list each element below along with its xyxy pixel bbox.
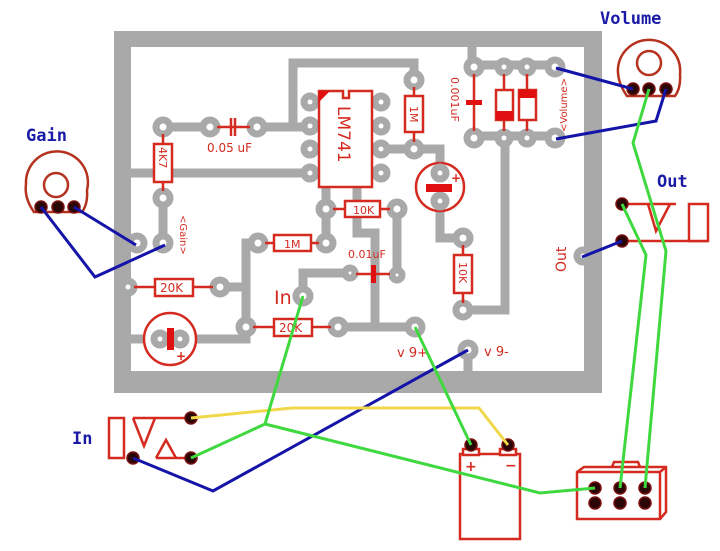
ic-lm741[interactable]: LM741	[317, 89, 374, 189]
pad-cap001-right[interactable]	[388, 266, 406, 284]
pad-vol-top-3[interactable]	[517, 57, 537, 77]
wire-volume-switch[interactable]	[631, 88, 668, 489]
pad-ic-5[interactable]	[371, 163, 391, 183]
capacitor-electrolytic-right[interactable]: +	[414, 161, 466, 213]
pad-ic-6[interactable]	[371, 139, 391, 159]
board-in-label: In	[274, 287, 292, 309]
capacitor-0-001uf-label: 0.001uF	[448, 77, 461, 122]
gain-pot-pin-2[interactable]	[51, 200, 65, 214]
trace-10k-volume	[458, 131, 510, 315]
pad-4k7-top[interactable]	[152, 116, 174, 138]
in-label: In	[72, 429, 92, 449]
pad-vol-bot-1[interactable]	[463, 127, 485, 149]
wire-out-switch[interactable]	[618, 203, 648, 489]
wire-volume-pin3[interactable]	[555, 88, 668, 141]
capacitor-0-05uf-label: 0.05 uF	[207, 141, 252, 155]
volume-diode-1[interactable]	[494, 74, 515, 131]
wire-in-tip-battery[interactable]	[190, 406, 510, 446]
pad-cap001-left[interactable]	[341, 264, 359, 282]
capacitor-0-001uf[interactable]: 0.001uF	[448, 74, 482, 131]
pad-ic-4[interactable]	[300, 163, 320, 183]
capacitor-0-01uf[interactable]: 0.01uF	[348, 248, 390, 283]
wire-out-sleeve[interactable]	[581, 239, 623, 259]
electrolytic-right-plus: +	[451, 171, 461, 185]
resistor-1m-mid-label: 1M	[284, 238, 301, 251]
gain-pot-shaft	[42, 171, 70, 199]
pad-20k-top-right[interactable]	[209, 276, 231, 298]
gain-label: Gain	[26, 126, 67, 146]
resistor-4k7[interactable]: 4K7	[152, 134, 174, 191]
capacitor-0-01uf-label: 0.01uF	[348, 248, 386, 261]
resistor-10k-right[interactable]: 10K	[452, 245, 474, 303]
wire-gain-pin3[interactable]	[73, 205, 137, 247]
pad-ic-2[interactable]	[300, 116, 320, 136]
pad-10k-right-top[interactable]	[452, 227, 474, 249]
pad-20k-bot-right[interactable]	[327, 316, 349, 338]
pad-vol-top-4[interactable]	[544, 56, 566, 78]
pad-1m-top-lower[interactable]	[403, 138, 425, 160]
pcb-pads	[118, 56, 593, 361]
pad-20k-top-left[interactable]	[118, 277, 138, 297]
pad-vol-top-2[interactable]	[494, 57, 514, 77]
pad-10k-mid-left[interactable]	[315, 198, 337, 220]
battery-minus: −	[505, 458, 517, 474]
wire-gain-pin1[interactable]	[39, 206, 166, 279]
wires	[39, 66, 668, 495]
resistor-1m-top-label: 1M	[407, 106, 420, 123]
wire-ground-in-sleeve[interactable]	[132, 348, 469, 493]
pad-ic-3[interactable]	[300, 139, 320, 159]
pad-4k7-bottom[interactable]	[152, 187, 174, 209]
capacitor-electrolytic-left[interactable]: +	[142, 311, 198, 367]
pad-1m-mid-right[interactable]	[315, 232, 337, 254]
resistor-4k7-label: 4K7	[156, 147, 169, 168]
electrolytic-left-plus: +	[176, 349, 186, 363]
input-jack[interactable]: In	[72, 411, 198, 465]
pad-ic-1[interactable]	[300, 92, 320, 112]
pad-cap005-left[interactable]	[199, 116, 221, 138]
resistor-1m-top[interactable]: 1M	[403, 87, 425, 142]
resistor-20k-top-label: 20K	[160, 281, 184, 295]
gain-pads-label: <Gain>	[177, 215, 188, 255]
resistor-1m-mid[interactable]: 1M	[265, 233, 319, 253]
ic-label: LM741	[333, 106, 353, 163]
pad-vol-top-1[interactable]	[463, 56, 485, 78]
battery-plus: +	[465, 459, 477, 475]
pad-1m-top-upper[interactable]	[403, 69, 425, 91]
resistor-20k-bottom-label: 20K	[279, 321, 303, 335]
pad-vol-bot-2[interactable]	[494, 128, 514, 148]
volume-label: Volume	[600, 9, 661, 29]
resistor-10k-right-label: 10K	[456, 262, 469, 284]
out-label: Out	[657, 172, 688, 192]
volume-pot-shaft	[635, 49, 663, 77]
pad-ic-8[interactable]	[371, 92, 391, 112]
switch-lug-5[interactable]	[613, 496, 627, 510]
volume-pads-label: <Volume>	[559, 78, 570, 132]
wire-in-switch[interactable]	[264, 422, 596, 495]
pad-20k-bot-left[interactable]	[235, 316, 257, 338]
wire-volume-pin1[interactable]	[555, 66, 634, 91]
pad-ic-7[interactable]	[371, 116, 391, 136]
gain-potentiometer[interactable]: Gain	[24, 126, 90, 214]
battery-9v[interactable]: + −	[458, 438, 522, 541]
wire-v9-battery[interactable]	[413, 326, 473, 446]
volume-diode-2[interactable]	[517, 74, 538, 131]
pad-1m-mid-left[interactable]	[247, 232, 269, 254]
pad-10k-right-bottom[interactable]	[452, 299, 474, 321]
switch-lug-4[interactable]	[588, 496, 602, 510]
resistor-20k-top[interactable]: 20K	[134, 277, 213, 298]
trace-output	[376, 144, 445, 173]
capacitor-0-05uf[interactable]: 0.05 uF	[207, 118, 252, 155]
resistor-10k-mid-label: 10K	[353, 204, 375, 217]
switch-lug-6[interactable]	[638, 496, 652, 510]
components: LM741 4K7 0.05 uF 1M 0.001uF	[134, 74, 570, 367]
resistor-10k-mid[interactable]: 10K	[333, 199, 390, 219]
v9-minus-label: v 9-	[484, 345, 509, 360]
out-pad-label: Out	[554, 246, 570, 272]
pad-vol-bot-3[interactable]	[517, 128, 537, 148]
pad-10k-mid-right[interactable]	[386, 198, 408, 220]
v9-plus-label: v 9+	[397, 346, 428, 361]
pad-cap005-right[interactable]	[246, 116, 268, 138]
